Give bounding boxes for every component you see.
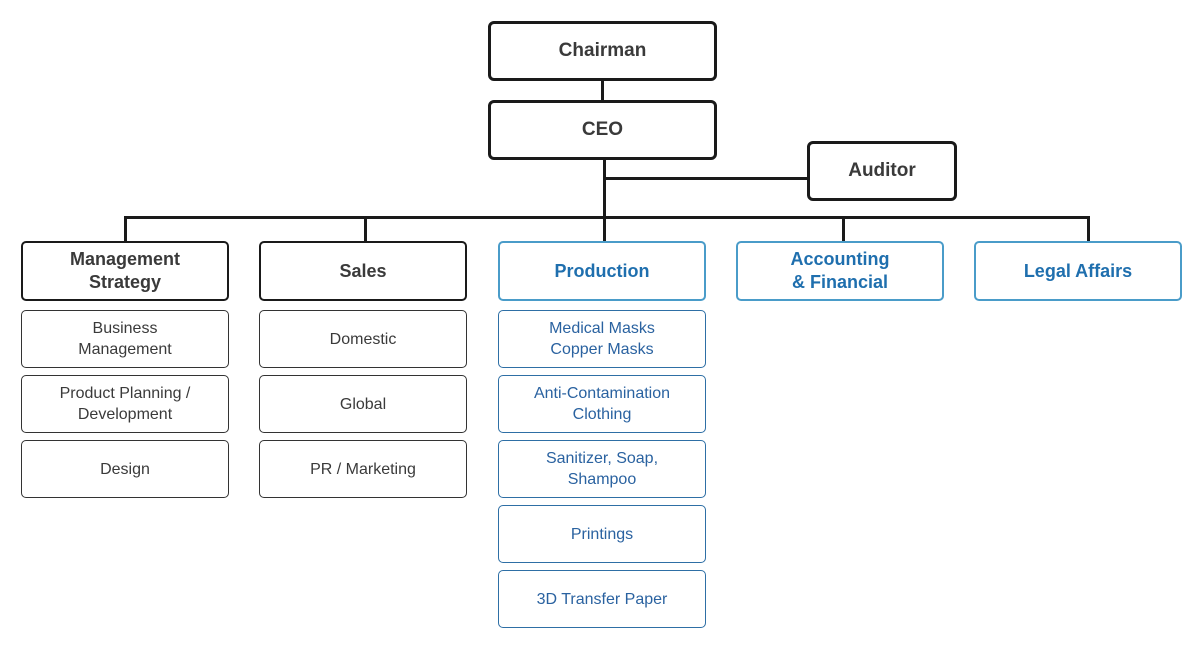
sub-unit-label: Medical Masks Copper Masks: [549, 320, 655, 358]
sub-unit-label: 3D Transfer Paper: [536, 590, 668, 608]
chairman-box: Chairman: [488, 21, 717, 81]
sub-unit-label: Design: [100, 460, 150, 478]
department-box: Production: [498, 241, 706, 301]
sub-unit-box: Product Planning / Development: [21, 375, 229, 433]
connector-ceo-trunk: [603, 158, 606, 220]
sub-unit-label: Business Management: [78, 320, 172, 358]
department-box: Sales: [259, 241, 467, 301]
auditor-box: Auditor: [807, 141, 957, 201]
department-box: Management Strategy: [21, 241, 229, 301]
sub-unit-box: Sanitizer, Soap, Shampoo: [498, 440, 706, 498]
connector-departments-bar: [124, 216, 1090, 219]
department-label: Accounting & Financial: [790, 249, 890, 292]
sub-unit-label: PR / Marketing: [310, 460, 416, 478]
sub-unit-label: Product Planning / Development: [59, 385, 191, 423]
sub-unit-box: Anti-Contamination Clothing: [498, 375, 706, 433]
sub-unit-box: Domestic: [259, 310, 467, 368]
sub-unit-box: PR / Marketing: [259, 440, 467, 498]
department-box: Legal Affairs: [974, 241, 1182, 301]
department-box: Accounting & Financial: [736, 241, 944, 301]
department-label: Legal Affairs: [1023, 260, 1133, 281]
sub-unit-box: Business Management: [21, 310, 229, 368]
sub-unit-box: Printings: [498, 505, 706, 563]
connector-dept-2: [364, 216, 367, 243]
sub-unit-box: Design: [21, 440, 229, 498]
connector-dept-5: [1087, 216, 1090, 243]
sub-unit-box: Global: [259, 375, 467, 433]
department-label: Production: [554, 260, 650, 281]
auditor-label: Auditor: [848, 160, 916, 181]
connector-dept-4: [842, 216, 845, 243]
sub-unit-label: Global: [339, 395, 387, 413]
sub-unit-box: 3D Transfer Paper: [498, 570, 706, 628]
sub-unit-label: Sanitizer, Soap, Shampoo: [545, 450, 659, 488]
sub-unit-label: Domestic: [329, 330, 397, 348]
sub-unit-box: Medical Masks Copper Masks: [498, 310, 706, 368]
department-label: Management Strategy: [69, 249, 181, 292]
connector-chairman-ceo: [601, 78, 604, 102]
sub-unit-label: Printings: [570, 525, 634, 543]
chairman-label: Chairman: [558, 40, 647, 61]
department-label: Sales: [339, 260, 387, 281]
connector-dept-3: [603, 216, 606, 243]
connector-auditor: [603, 177, 809, 180]
sub-unit-label: Anti-Contamination Clothing: [533, 385, 671, 423]
ceo-label: CEO: [581, 119, 624, 140]
ceo-box: CEO: [488, 100, 717, 160]
connector-dept-1: [124, 216, 127, 243]
